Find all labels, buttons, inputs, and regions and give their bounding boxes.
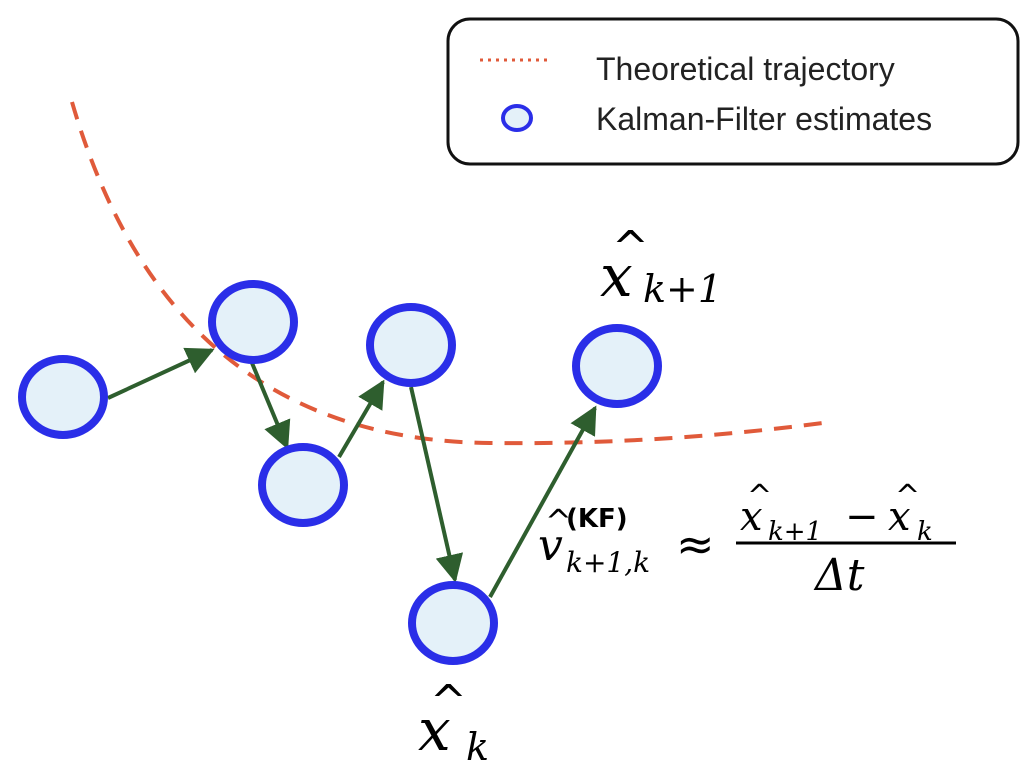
numerator-a-hat: ^ (747, 479, 772, 514)
numerator-b-var: x (888, 494, 911, 540)
numerator-b-hat: ^ (895, 479, 920, 514)
x-current-subscript: k (466, 725, 489, 769)
transition-arrow (337, 379, 385, 459)
estimate-group (18, 280, 662, 665)
numerator-a-var: x (740, 494, 763, 540)
legend-estimate-swatch (501, 104, 533, 132)
kf-estimate-circle (366, 303, 456, 387)
numerator-b-subscript: k (917, 517, 933, 547)
kf-estimate-circle-next (572, 324, 662, 408)
x-current-hat: ^ (430, 676, 467, 727)
theoretical-trajectory-curve (70, 101, 831, 446)
velocity-superscript: (KF) (566, 504, 628, 534)
x-next-var: x (600, 242, 633, 310)
velocity-var: v (538, 520, 563, 571)
transition-arrow (409, 386, 464, 583)
legend-trajectory-label: Theoretical trajectory (596, 51, 895, 87)
legend-box (446, 17, 1020, 166)
legend-estimate-label: Kalman-Filter estimates (596, 101, 932, 137)
x-current-var: x (418, 696, 451, 764)
velocity-formula: ^ v (KF) k+1,k ≈ ^ x k+1 − ^ x k Δt (538, 479, 956, 601)
legend: Theoretical trajectory Kalman-Filter est… (446, 17, 1020, 166)
kf-estimate-circle (18, 355, 108, 439)
velocity-subscript: k+1,k (566, 546, 650, 579)
kf-estimate-circle (208, 280, 298, 364)
x-next-hat: ^ (612, 222, 649, 273)
denominator: Δt (813, 550, 865, 601)
kf-estimate-circle (258, 443, 348, 527)
transition-arrow (488, 405, 597, 598)
velocity-hat: ^ (545, 502, 572, 540)
minus-symbol: − (845, 494, 879, 540)
approx-symbol: ≈ (676, 517, 715, 571)
transition-arrow (107, 347, 215, 400)
transition-arrow (250, 362, 291, 450)
x-next-subscript: k+1 (643, 267, 722, 311)
label-x-next: ^ x k+1 (600, 222, 722, 311)
kf-estimate-circle-current (408, 581, 498, 665)
label-x-current: ^ x k (418, 676, 489, 769)
arrow-group (107, 347, 597, 598)
